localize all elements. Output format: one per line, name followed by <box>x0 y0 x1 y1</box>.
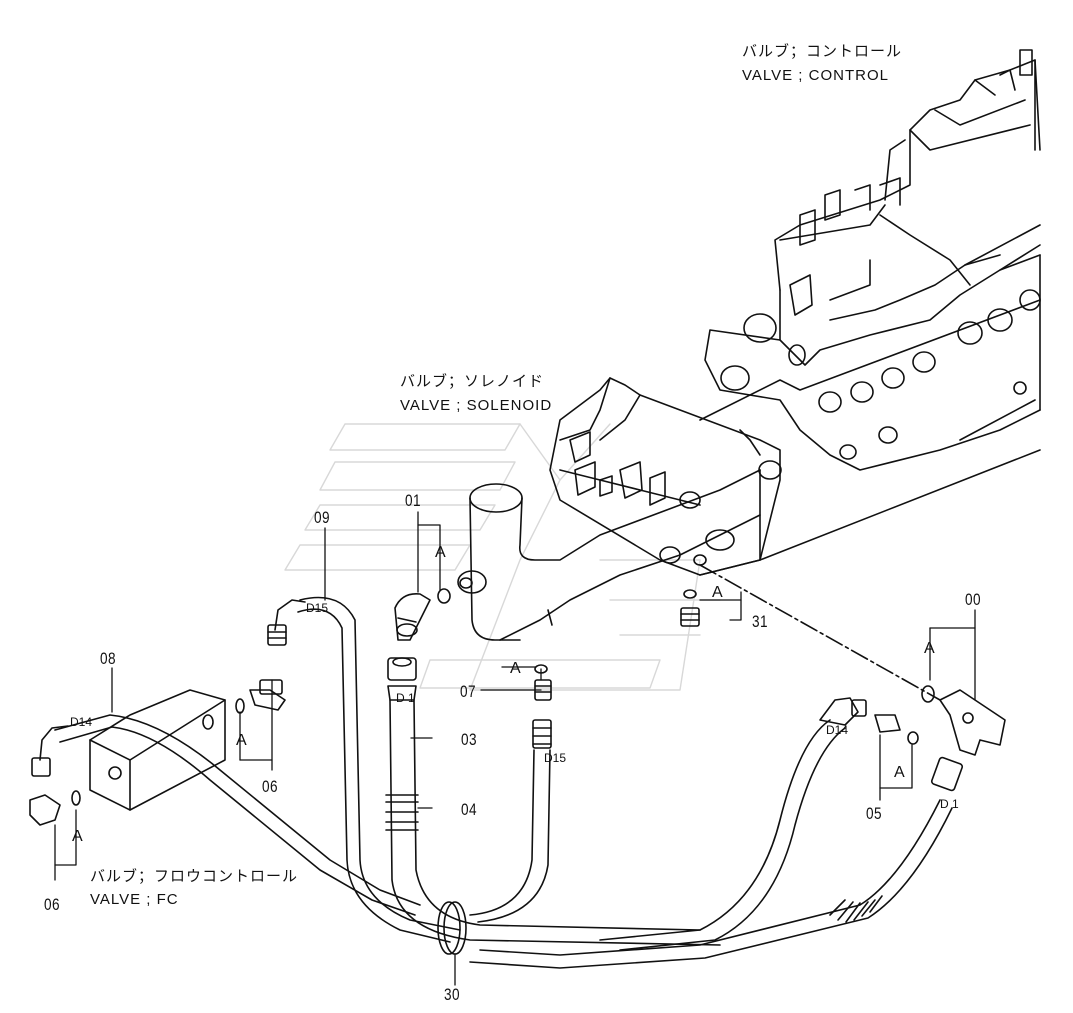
part-number-06-left: 06 <box>44 895 60 914</box>
part-number-07: 07 <box>460 682 476 701</box>
fitting-d1-right <box>930 756 964 792</box>
leader-line-00 <box>699 564 941 701</box>
part-number-09: 09 <box>314 508 330 527</box>
fitting-label-d14-left: D14 <box>70 715 93 729</box>
part-number-06-mid: 06 <box>262 777 278 796</box>
hose-d15 <box>469 749 551 923</box>
hose-03 <box>389 699 721 946</box>
part-number-04: 04 <box>461 800 477 819</box>
part-number-30: 30 <box>444 985 460 1004</box>
part-number-31: 31 <box>752 612 768 631</box>
sleeve-04 <box>385 794 419 831</box>
fitting-00-tee <box>921 685 1006 756</box>
fitting-06-mid <box>235 679 286 714</box>
fitting-05 <box>874 714 919 745</box>
hose-08 <box>54 714 421 916</box>
hose-d14-right <box>599 719 846 951</box>
seal-label-a-01: A <box>435 544 446 561</box>
part-number-00: 00 <box>965 590 981 609</box>
caption-solenoid-valve-jp: バルブ；ソレノイド <box>400 373 545 390</box>
watermark <box>284 423 721 691</box>
fitting-d15-bottom <box>532 719 552 749</box>
part-number-01: 01 <box>405 491 421 510</box>
seal-label-a-06-mid: A <box>236 732 247 749</box>
caption-fc-valve-jp: バルブ；フロウコントロール <box>90 868 299 885</box>
fitting-d1-center <box>387 657 417 701</box>
fitting-label-d15-top: D15 <box>306 601 329 615</box>
fitting-label-d15-bottom: D15 <box>544 751 567 765</box>
fitting-label-d1-center: D 1 <box>396 691 415 705</box>
fitting-07 <box>534 664 552 701</box>
callout-leaders <box>54 511 976 986</box>
fitting-01-elbow <box>394 592 431 641</box>
control-valve-drawing <box>704 49 1041 471</box>
solenoid-valve-drawing <box>549 299 1041 576</box>
seal-label-a-07: A <box>510 660 521 677</box>
clamp-30 <box>437 901 467 955</box>
seal-label-a-06-left: A <box>72 828 83 845</box>
fitting-d14-left <box>31 725 69 777</box>
fitting-label-d14-right: D14 <box>826 723 849 737</box>
spring-guard <box>829 895 883 923</box>
part-number-05: 05 <box>866 804 882 823</box>
caption-control-valve-en: VALVE ; CONTROL <box>742 67 889 84</box>
caption-fc-valve-en: VALVE ; FC <box>90 891 179 908</box>
fitting-31 <box>680 589 700 627</box>
fitting-d14-right <box>819 697 867 726</box>
tee-fitting-drawing <box>457 469 761 641</box>
fc-valve-block <box>89 689 226 811</box>
caption-solenoid-valve-en: VALVE ; SOLENOID <box>400 397 553 414</box>
caption-control-valve-jp: バルブ；コントロール <box>742 43 903 60</box>
seal-label-a-00: A <box>924 640 935 657</box>
seal-label-a-31: A <box>712 584 723 601</box>
o-ring-01 <box>437 588 451 604</box>
fitting-06-left <box>29 790 81 826</box>
seal-label-a-05: A <box>894 764 905 781</box>
part-number-03: 03 <box>461 730 477 749</box>
fitting-label-d1-right: D 1 <box>940 797 959 811</box>
part-number-08: 08 <box>100 649 116 668</box>
fitting-d15-top <box>267 599 306 646</box>
